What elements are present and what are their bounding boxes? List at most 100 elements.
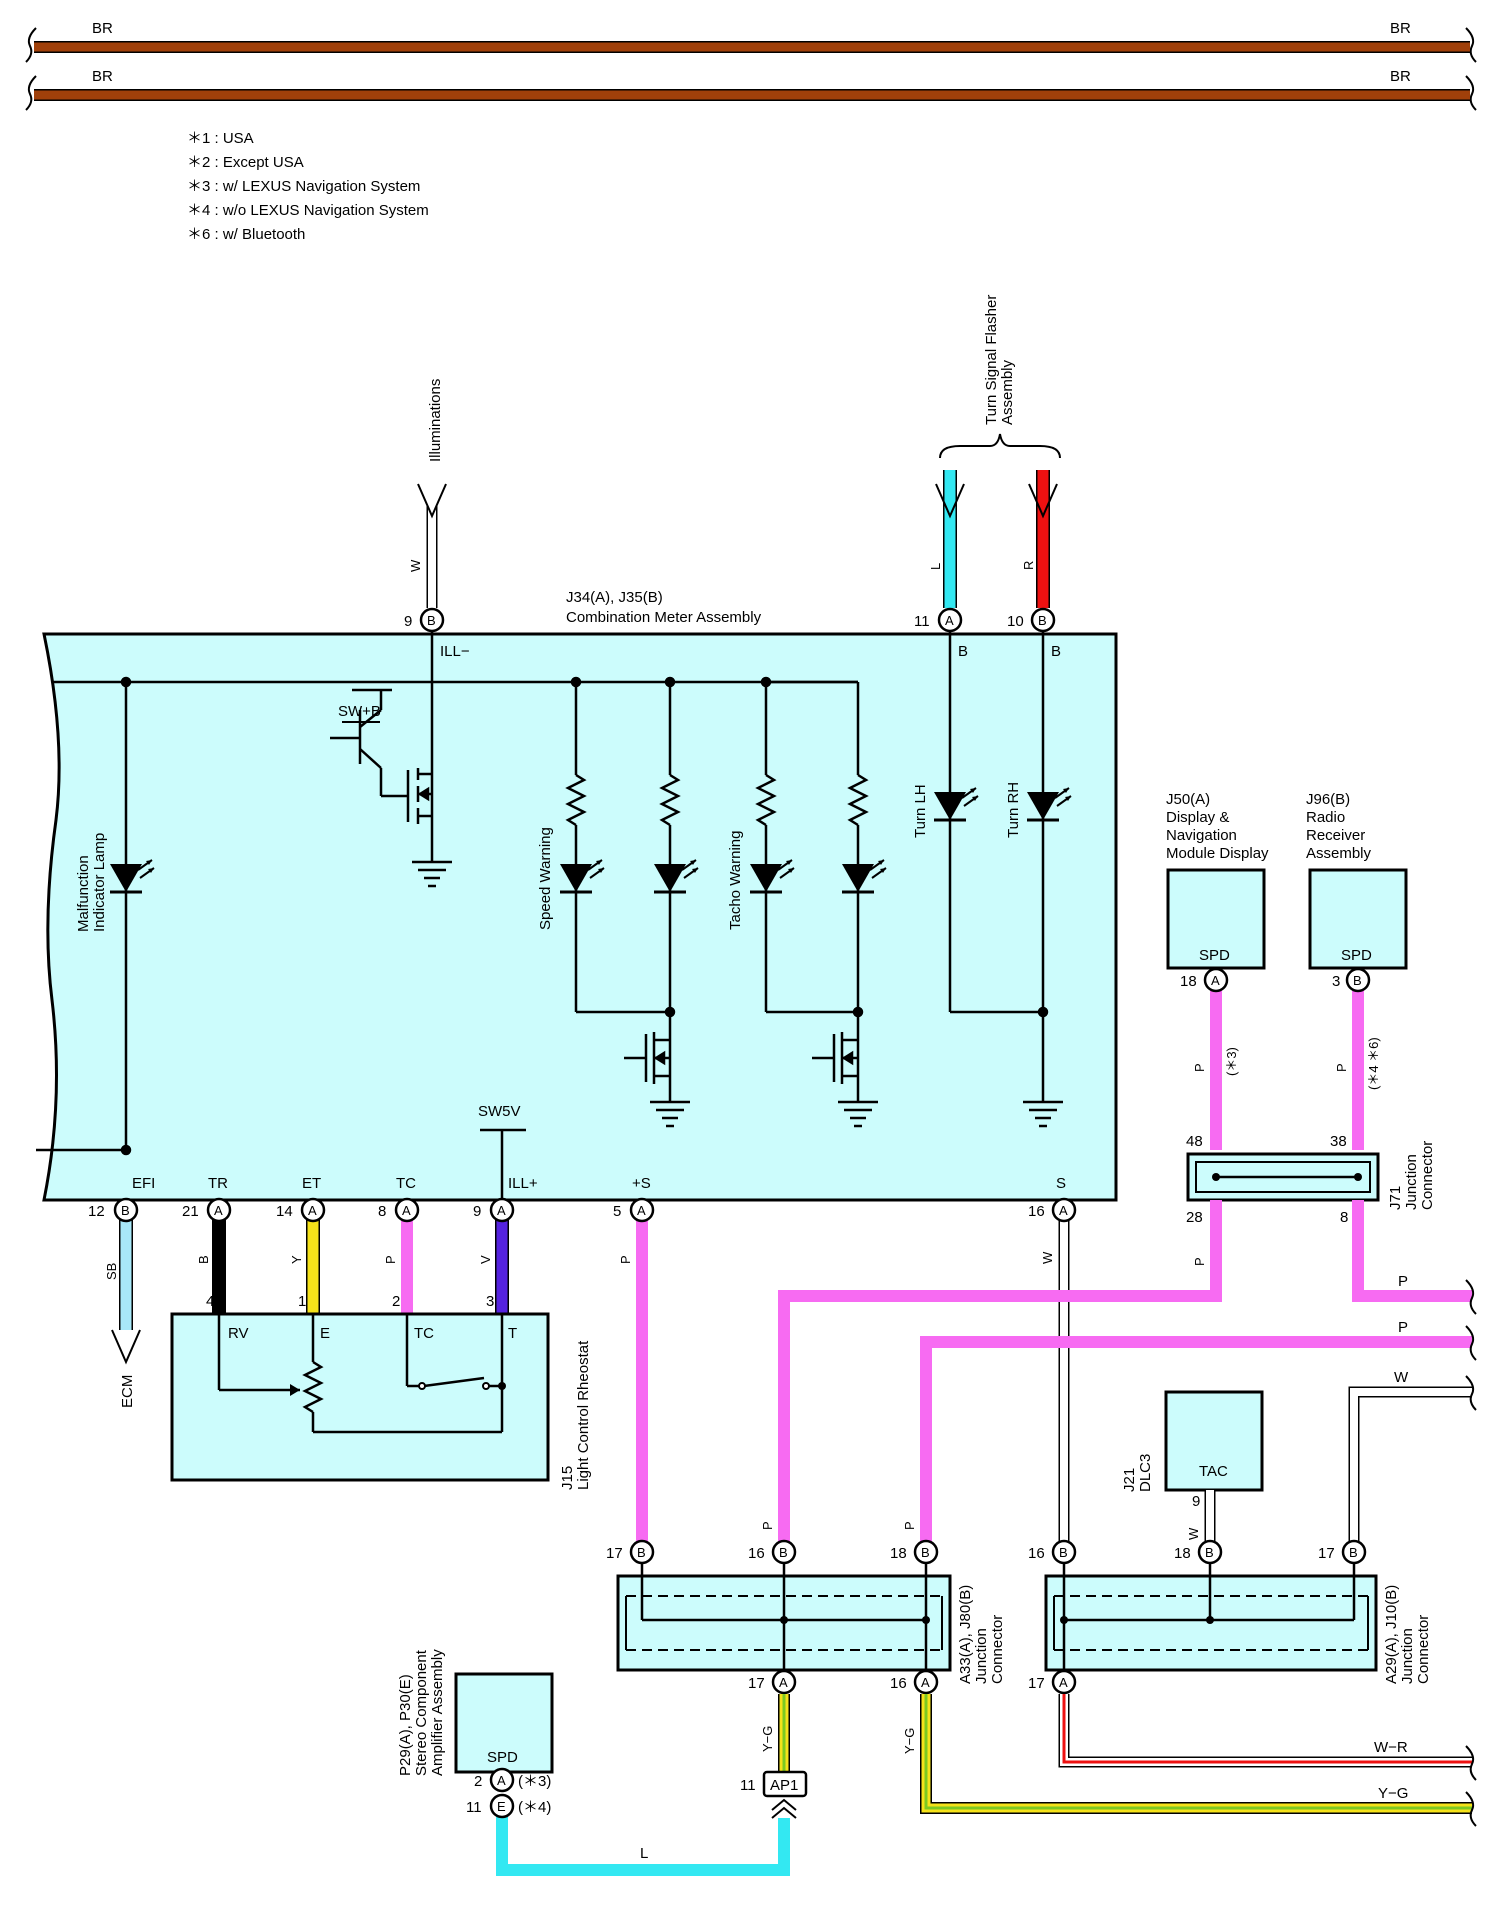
svg-text:SPD: SPD bbox=[1199, 947, 1230, 964]
led-icon bbox=[750, 859, 795, 894]
svg-text:(＊4): (＊4) bbox=[518, 1799, 551, 1816]
svg-text:W: W bbox=[1186, 1527, 1201, 1540]
svg-text:11: 11 bbox=[466, 1799, 482, 1816]
svg-text:SB: SB bbox=[104, 1263, 119, 1280]
svg-text:A: A bbox=[402, 1203, 411, 1218]
led-icon bbox=[654, 859, 699, 894]
svg-text:38: 38 bbox=[1330, 1133, 1347, 1150]
pin-9: 9 bbox=[404, 613, 412, 630]
svg-text:16: 16 bbox=[748, 1545, 765, 1562]
svg-text:8: 8 bbox=[378, 1203, 386, 1220]
svg-text:2: 2 bbox=[392, 1293, 400, 1310]
turn-lh-label: Turn LH bbox=[912, 784, 929, 838]
dlc3-connector: TAC J21 DLC3 9 W bbox=[1121, 1390, 1264, 1552]
svg-text:J50(A): J50(A) bbox=[1166, 791, 1210, 808]
rheostat-name: Light Control Rheostat bbox=[575, 1340, 592, 1490]
bottom-wires: W−R Y−G Y−G Y−G bbox=[760, 1694, 1477, 1827]
svg-text:SPD: SPD bbox=[1341, 947, 1372, 964]
note-6: ＊6 : w/ Bluetooth bbox=[187, 226, 305, 243]
svg-text:P: P bbox=[1192, 1063, 1207, 1072]
svg-text:17: 17 bbox=[606, 1545, 623, 1562]
svg-text:A: A bbox=[921, 1675, 930, 1690]
svg-text:P: P bbox=[1398, 1273, 1408, 1290]
svg-text:4: 4 bbox=[206, 1293, 214, 1310]
svg-text:11: 11 bbox=[740, 1777, 756, 1794]
svg-text:EFI: EFI bbox=[132, 1175, 155, 1192]
svg-text:17: 17 bbox=[1028, 1675, 1045, 1692]
wire-color-w: W bbox=[408, 559, 423, 572]
svg-text:Y−G: Y−G bbox=[1378, 1785, 1408, 1802]
svg-text:A29(A), J10(B): A29(A), J10(B) bbox=[1383, 1585, 1400, 1684]
svg-text:Display &: Display & bbox=[1166, 809, 1229, 826]
br-label: BR bbox=[1390, 68, 1411, 85]
svg-text:A33(A), J80(B): A33(A), J80(B) bbox=[957, 1585, 974, 1684]
pin-10: 10 bbox=[1007, 613, 1024, 630]
led-icon bbox=[1027, 787, 1072, 822]
display-navigation-module: J50(A) Display & Navigation Module Displ… bbox=[1166, 791, 1269, 1150]
turn-signal-flasher: Turn Signal Flasher Assembly L R bbox=[928, 295, 1061, 608]
svg-text:E: E bbox=[320, 1325, 330, 1342]
wire-color-r: R bbox=[1021, 561, 1036, 570]
svg-text:P: P bbox=[760, 1521, 775, 1530]
svg-text:Junction: Junction bbox=[1403, 1154, 1420, 1210]
svg-text:B: B bbox=[779, 1545, 788, 1560]
meter-name: Combination Meter Assembly bbox=[566, 609, 762, 626]
svg-text:L: L bbox=[640, 1845, 648, 1862]
svg-text:P: P bbox=[902, 1521, 917, 1530]
speed-warning-label: Speed Warning bbox=[537, 827, 554, 930]
svg-text:T: T bbox=[508, 1325, 517, 1342]
svg-text:(＊3): (＊3) bbox=[1224, 1047, 1239, 1076]
ap1-connector: AP1 11 L bbox=[496, 1770, 808, 1876]
svg-text:A: A bbox=[1059, 1675, 1068, 1690]
br-label: BR bbox=[92, 68, 113, 85]
svg-text:5: 5 bbox=[613, 1203, 621, 1220]
meter-bottom-pins: B 12 A 21 A 14 A 8 A 9 A 5 A 16 bbox=[88, 1197, 1077, 1223]
svg-text:B: B bbox=[1059, 1545, 1068, 1560]
pin-11: 11 bbox=[914, 613, 930, 630]
svg-text:Connector: Connector bbox=[1419, 1141, 1436, 1210]
note-3: ＊3 : w/ LEXUS Navigation System bbox=[187, 178, 420, 195]
svg-text:A: A bbox=[945, 613, 954, 628]
br-label: BR bbox=[1390, 20, 1411, 37]
svg-text:ET: ET bbox=[302, 1175, 321, 1192]
sw5v-label: SW5V bbox=[478, 1103, 521, 1120]
svg-text:V: V bbox=[478, 1255, 493, 1264]
svg-text:2: 2 bbox=[474, 1773, 482, 1790]
led-icon bbox=[110, 859, 155, 894]
svg-text:B: B bbox=[427, 613, 436, 628]
note-2: ＊2 : Except USA bbox=[187, 154, 304, 171]
svg-text:B: B bbox=[121, 1203, 130, 1218]
svg-text:B: B bbox=[1205, 1545, 1214, 1560]
rheostat-id: J15 bbox=[559, 1466, 576, 1490]
svg-text:P: P bbox=[383, 1255, 398, 1264]
br-label: BR bbox=[92, 20, 113, 37]
meter-top-pins: B 9 A 11 B 10 ILL− B B bbox=[404, 607, 1061, 660]
svg-text:AP1: AP1 bbox=[770, 1777, 798, 1794]
svg-text:Y: Y bbox=[289, 1255, 304, 1264]
svg-text:Module Display: Module Display bbox=[1166, 845, 1269, 862]
svg-text:A: A bbox=[779, 1675, 788, 1690]
notes-list: ＊1 : USA ＊2 : Except USA ＊3 : w/ LEXUS N… bbox=[187, 130, 429, 243]
svg-text:Junction: Junction bbox=[1399, 1628, 1416, 1684]
svg-text:A: A bbox=[1059, 1203, 1068, 1218]
svg-text:16: 16 bbox=[890, 1675, 907, 1692]
radio-receiver-assembly: J96(B) Radio Receiver Assembly SPD B 3 P… bbox=[1306, 791, 1408, 1150]
svg-text:W−R: W−R bbox=[1374, 1739, 1408, 1756]
svg-text:Connector: Connector bbox=[1415, 1615, 1432, 1684]
svg-text:ILL+: ILL+ bbox=[508, 1175, 538, 1192]
svg-text:TC: TC bbox=[414, 1325, 434, 1342]
meter-bottom-terminals: EFI TR ET TC ILL+ +S S bbox=[132, 1175, 1066, 1192]
term-b-1: B bbox=[958, 643, 968, 660]
svg-text:J21: J21 bbox=[1121, 1468, 1138, 1492]
top-br-wires: BR BR BR BR bbox=[25, 20, 1477, 111]
svg-text:SPD: SPD bbox=[487, 1749, 518, 1766]
term-b-2: B bbox=[1051, 643, 1061, 660]
svg-text:B: B bbox=[1349, 1545, 1358, 1560]
svg-text:14: 14 bbox=[276, 1203, 293, 1220]
svg-text:+S: +S bbox=[632, 1175, 651, 1192]
svg-text:A: A bbox=[308, 1203, 317, 1218]
svg-text:Radio: Radio bbox=[1306, 809, 1345, 826]
led-icon bbox=[842, 859, 887, 894]
right-side-wires: P P P W bbox=[778, 1200, 1477, 1552]
